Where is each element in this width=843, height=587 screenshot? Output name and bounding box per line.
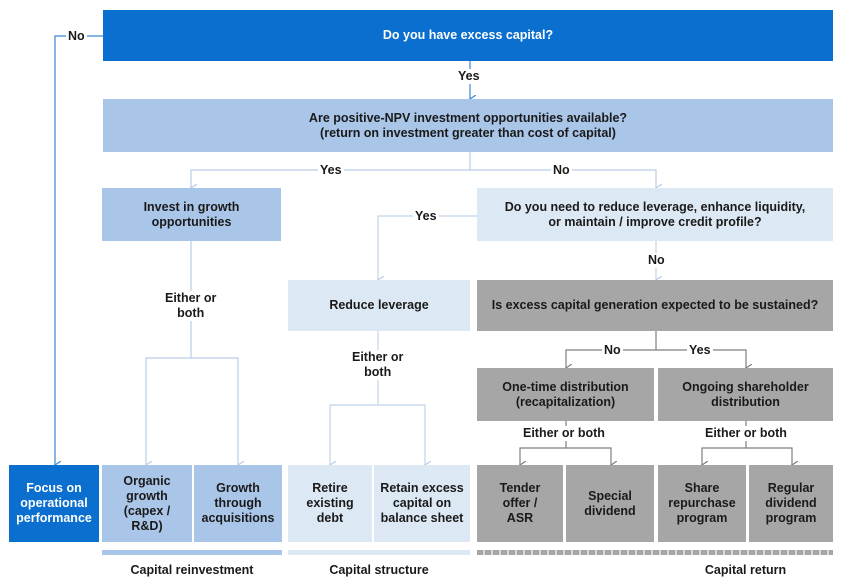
bar-structure	[288, 550, 470, 555]
label-either-1: Either or both	[163, 291, 219, 321]
one-time-distribution-box: One-time distribution (recapitalization)	[477, 368, 654, 421]
question-excess-capital: Do you have excess capital?	[103, 10, 833, 61]
label-no-3: No	[646, 253, 667, 268]
regular-dividend-box: Regular dividend program	[749, 465, 833, 542]
reduce-leverage-box: Reduce leverage	[288, 280, 470, 331]
label-either-3: Either or both	[521, 426, 607, 441]
category-return: Capital return	[704, 563, 787, 577]
label-yes-2: Yes	[318, 163, 344, 178]
connector-no-focus	[55, 35, 103, 465]
label-yes-3: Yes	[413, 209, 439, 224]
special-dividend-box: Special dividend	[566, 465, 654, 542]
organic-growth-box: Organic growth (capex / R&D)	[102, 465, 192, 542]
acquisitions-box: Growth through acquisitions	[194, 465, 282, 542]
category-reinvestment: Capital reinvestment	[130, 563, 254, 577]
question-sustained-generation: Is excess capital generation expected to…	[477, 280, 833, 331]
connector-q3-yes	[378, 215, 477, 280]
share-repurchase-box: Share repurchase program	[658, 465, 746, 542]
retire-debt-box: Retire existing debt	[288, 465, 372, 542]
ongoing-distribution-box: Ongoing shareholder distribution	[658, 368, 833, 421]
question-npv-opportunities: Are positive-NPV investment opportunitie…	[103, 99, 833, 152]
tender-offer-box: Tender offer / ASR	[477, 465, 563, 542]
bar-return	[477, 550, 833, 555]
label-either-4: Either or both	[703, 426, 789, 441]
retain-capital-box: Retain excess capital on balance sheet	[374, 465, 470, 542]
label-no-4: No	[602, 343, 623, 358]
label-no-1: No	[66, 29, 87, 44]
question-reduce-leverage: Do you need to reduce leverage, enhance …	[477, 188, 833, 241]
label-no-2: No	[551, 163, 572, 178]
connector-invest-children	[146, 241, 192, 465]
focus-operational-box: Focus on operational performance	[9, 465, 99, 542]
category-structure: Capital structure	[329, 563, 429, 577]
label-yes-1: Yes	[456, 69, 482, 84]
label-yes-4: Yes	[687, 343, 713, 358]
invest-growth-box: Invest in growth opportunities	[102, 188, 281, 241]
bar-reinvestment	[102, 550, 282, 555]
label-either-2: Either or both	[350, 350, 406, 380]
